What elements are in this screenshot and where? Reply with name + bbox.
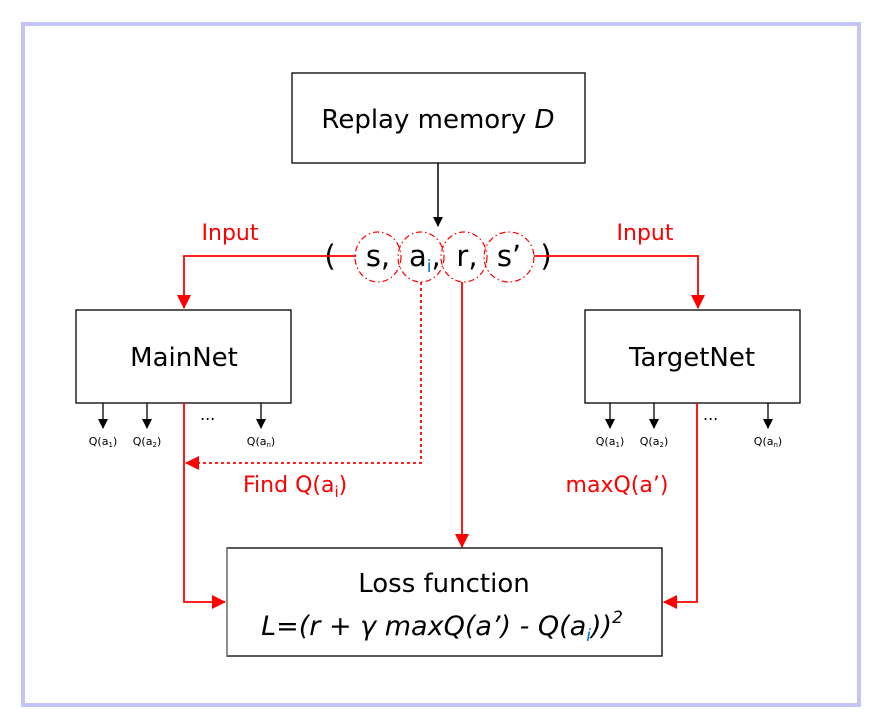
mainnet-q-a2: Q(a2)	[133, 435, 161, 449]
find-q-dotted-arrow	[185, 282, 422, 470]
input-label-right: Input	[617, 221, 674, 246]
targetnet-to-loss-arrow	[663, 403, 698, 609]
tuple-circle-r	[440, 231, 488, 283]
replay-memory-box: Replay memory D	[291, 72, 586, 164]
input-arrow-targetnet	[534, 255, 705, 309]
maxq-label: maxQ(a’)	[566, 473, 669, 498]
tuple-item-s: s,	[366, 239, 390, 273]
mainnet-q-a1: Q(a1)	[89, 435, 117, 449]
targetnet-outputs: Q(a1) Q(a2) Q(an) ...	[596, 403, 782, 449]
replay-memory-label: Replay memory D	[321, 105, 554, 135]
input-arrow-mainnet	[177, 255, 356, 309]
mainnet-to-loss-arrow	[183, 403, 226, 609]
tuple-item-a: ai,	[409, 239, 441, 277]
mainnet-outputs: Q(a1) Q(a2) Q(an) ...	[89, 403, 275, 449]
targetnet-q-a2: Q(a2)	[640, 435, 668, 449]
tuple-item-r: r,	[456, 239, 477, 273]
tuple-circle-s	[354, 231, 402, 283]
targetnet-box: TargetNet	[584, 309, 801, 404]
mainnet-box: MainNet	[75, 309, 292, 404]
find-q-label: Find Q(ai)	[243, 473, 347, 501]
targetnet-label: TargetNet	[628, 343, 755, 373]
loss-function-box: Loss function L=(r + γ maxQ(a’) - Q(ai))…	[226, 547, 663, 657]
targetnet-q-an: Q(an)	[754, 435, 782, 449]
loss-formula: L=(r + γ maxQ(a’) - Q(ai))2	[261, 608, 623, 646]
mainnet-ellipsis: ...	[200, 405, 215, 424]
mainnet-q-an: Q(an)	[247, 435, 275, 449]
diagram-frame	[21, 22, 861, 707]
tuple-item-s-prime: s’	[497, 239, 521, 273]
input-label-left: Input	[202, 221, 259, 246]
transition-tuple: ( s, ai, r, s’ )	[324, 231, 552, 283]
targetnet-ellipsis: ...	[703, 405, 718, 424]
loss-function-title: Loss function	[358, 569, 530, 599]
targetnet-q-a1: Q(a1)	[596, 435, 624, 449]
mainnet-label: MainNet	[130, 343, 238, 373]
tuple-circle-s-prime	[483, 231, 535, 283]
